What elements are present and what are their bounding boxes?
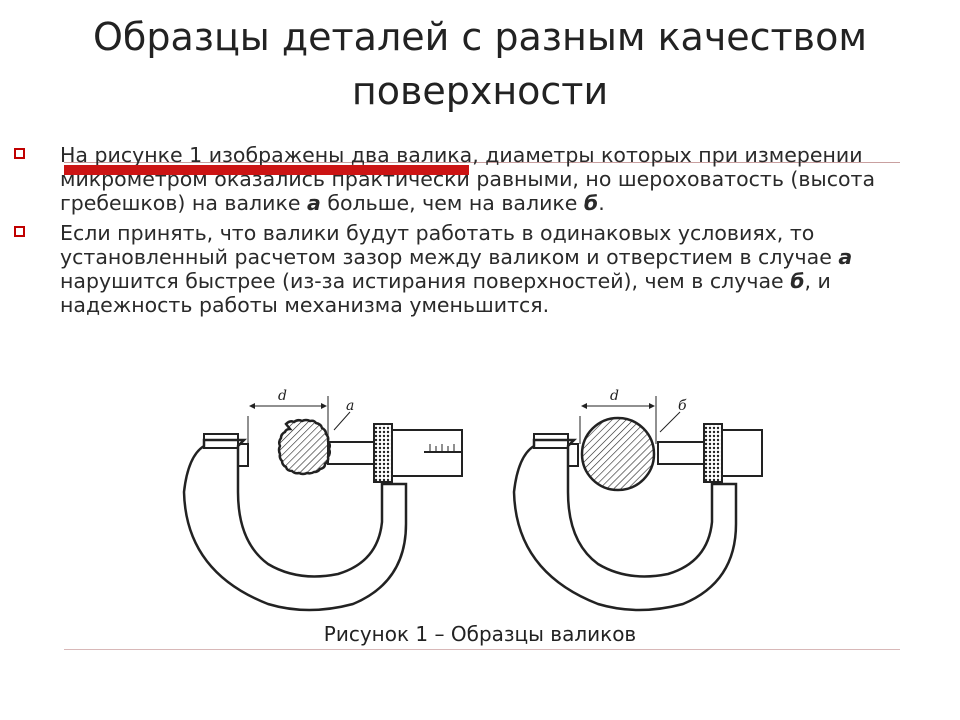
left-dimension-label: d xyxy=(278,388,287,404)
thin-divider-line xyxy=(64,162,900,163)
bottom-divider-line xyxy=(64,649,900,650)
bullet-1-text-b: больше, чем на валике xyxy=(320,191,584,215)
title-line-1: Образцы деталей с разным качеством xyxy=(92,15,867,59)
bullet-2-letter-b: б xyxy=(790,269,805,293)
right-dimension-label: d xyxy=(610,388,619,404)
bullet-1-text-c: . xyxy=(598,191,605,215)
bullet-2-letter-a: а xyxy=(838,245,853,269)
right-shaft-label: б xyxy=(678,398,687,414)
square-bullet-icon xyxy=(14,226,25,237)
square-bullet-icon xyxy=(14,148,25,159)
title-line-2: поверхности xyxy=(351,69,609,113)
bullet-2-text-a: Если принять, что валики будут работать … xyxy=(60,221,839,269)
micrometer-drawing: d а d б xyxy=(182,388,763,612)
bullet-2-text-b: нарушится быстрее (из-за истирания повер… xyxy=(60,269,791,293)
slide-title: Образцы деталей с разным качеством повер… xyxy=(0,10,960,118)
micrometer-left xyxy=(182,396,463,612)
left-shaft-label: а xyxy=(346,398,354,414)
figure-caption: Рисунок 1 – Образцы валиков xyxy=(323,622,637,646)
bullet-2-text-c: , и надежность работы механизма уменьшит… xyxy=(60,269,831,317)
micrometer-right xyxy=(512,396,763,612)
bullet-list: На рисунке 1 изображены два валика, диам… xyxy=(14,143,934,323)
red-highlight-marker xyxy=(64,165,469,175)
bullet-item-1: На рисунке 1 изображены два валика, диам… xyxy=(14,143,934,215)
bullet-1-letter-b: б xyxy=(583,191,599,215)
bullet-item-2: Если принять, что валики будут работать … xyxy=(14,221,934,317)
bullet-1-letter-a: а xyxy=(307,191,321,215)
micrometer-figure: d а d б xyxy=(178,382,768,618)
bullet-1-text-a: На рисунке 1 изображены два валика, диам… xyxy=(60,143,876,215)
